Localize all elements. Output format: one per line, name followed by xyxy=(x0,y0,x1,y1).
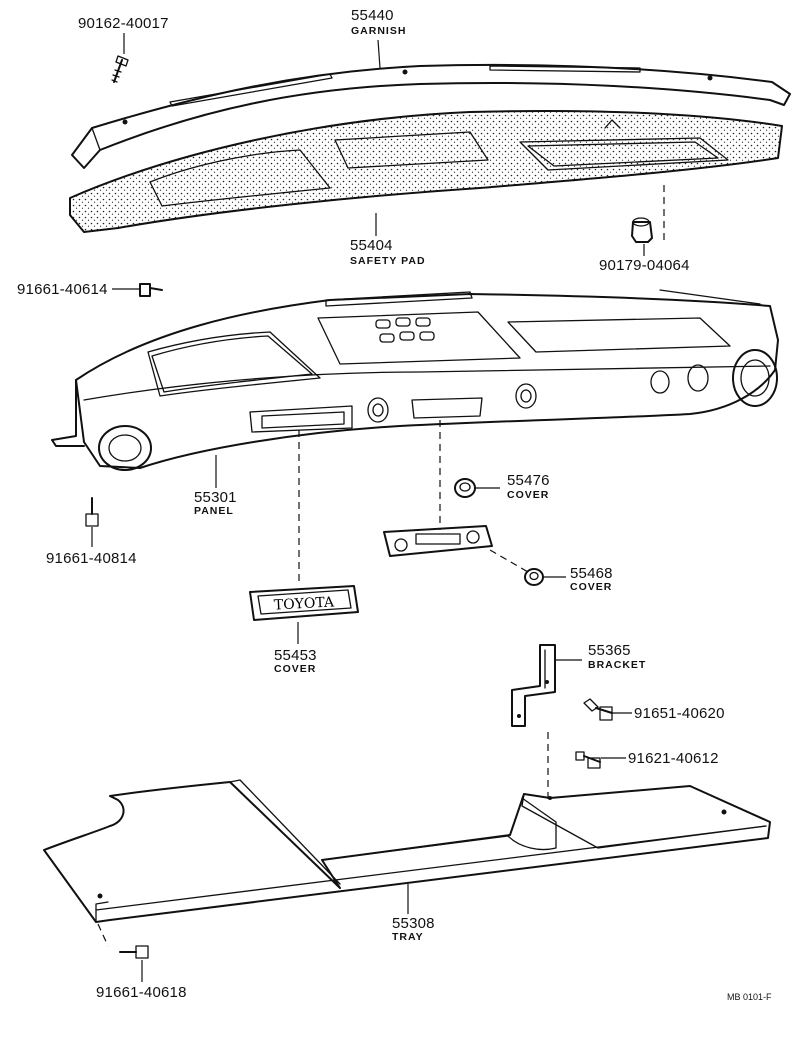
part-name-garnish: GARNISH xyxy=(351,25,407,37)
part-name-bracket: BRACKET xyxy=(588,659,647,671)
part-number-garnish: 55440 xyxy=(351,7,394,24)
part-number-clip-pad: 90179-04064 xyxy=(599,257,690,274)
part-number-screw-top: 90162-40017 xyxy=(78,15,169,32)
panel-part xyxy=(51,289,779,471)
bolt-bracket-lower-icon xyxy=(575,751,626,769)
part-name-tray: TRAY xyxy=(392,931,424,943)
part-number-bracket: 55365 xyxy=(588,642,631,659)
bolt-lower-left-icon xyxy=(85,497,99,547)
part-number-bolt-left-lower: 91661-40814 xyxy=(46,550,137,567)
cover-55453-icon: TOYOTA xyxy=(249,585,359,621)
cover-plate-icon xyxy=(383,525,493,557)
part-name-cover-55453: COVER xyxy=(274,663,317,675)
leader-line-tray-bolt xyxy=(97,923,109,947)
bolt-bracket-icon xyxy=(583,698,632,721)
drawing-code: MB 0101-F xyxy=(727,992,772,1002)
bracket-icon xyxy=(511,644,582,727)
part-name-safety-pad: SAFETY PAD xyxy=(350,255,426,267)
part-name-cover-55476: COVER xyxy=(507,489,550,501)
safety-pad-part xyxy=(69,109,783,233)
part-number-bolt-bracket: 91651-40620 xyxy=(634,705,725,722)
bolt-tray-icon xyxy=(119,945,149,982)
part-name-cover-55468: COVER xyxy=(570,581,613,593)
screw-top-icon xyxy=(111,33,129,83)
bolt-upper-left-icon xyxy=(112,283,163,297)
part-number-tray: 55308 xyxy=(392,915,435,932)
cover-55476-icon xyxy=(454,478,500,498)
part-number-bolt-left-upper: 91661-40614 xyxy=(17,281,108,298)
part-number-cover-55476: 55476 xyxy=(507,472,550,489)
tray-part xyxy=(43,779,771,923)
emblem-text: TOYOTA xyxy=(274,594,336,613)
garnish-part xyxy=(71,63,791,169)
leader-line-cover-55468 xyxy=(489,549,529,573)
part-number-panel: 55301 xyxy=(194,489,237,506)
part-number-cover-55468: 55468 xyxy=(570,565,613,582)
leader-line-garnish xyxy=(377,39,381,69)
part-name-panel: PANEL xyxy=(194,505,234,517)
part-number-cover-55453: 55453 xyxy=(274,647,317,664)
cover-55468-icon xyxy=(524,568,566,586)
part-number-safety-pad: 55404 xyxy=(350,237,393,254)
part-number-bolt-tray: 91661-40618 xyxy=(96,984,187,1001)
part-number-bolt-bracket-lower: 91621-40612 xyxy=(628,750,719,767)
clip-icon xyxy=(631,217,653,256)
